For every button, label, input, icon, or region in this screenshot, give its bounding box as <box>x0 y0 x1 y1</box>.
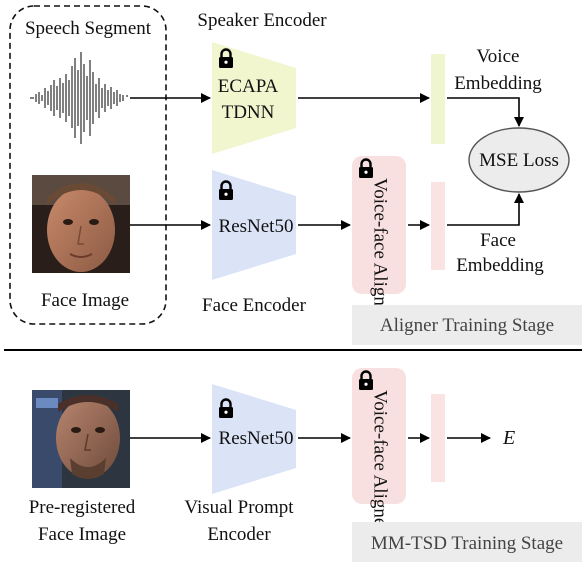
face-photo-icon <box>32 175 130 273</box>
face-encoder-model: ResNet50 <box>219 216 294 237</box>
visual-prompt-encoder-line1: Visual Prompt <box>184 497 294 518</box>
face-embedding-line1: Face <box>480 230 516 251</box>
speaker-encoder-block <box>212 42 296 154</box>
speech-segment-label: Speech Segment <box>25 18 152 39</box>
output-symbol: E <box>502 427 515 449</box>
output-embedding-bar <box>431 394 445 482</box>
voice-embedding-line1: Voice <box>477 46 520 67</box>
face-encoder-title: Face Encoder <box>202 295 307 316</box>
face-photo-icon <box>32 390 130 488</box>
arrow-face-embed-to-loss <box>447 193 524 226</box>
arrow-voice-embed-to-loss <box>447 97 524 127</box>
voice-embedding-bar <box>431 54 445 144</box>
input-group-frame <box>9 5 167 325</box>
visual-prompt-encoder-model: ResNet50 <box>219 428 294 449</box>
face-image-label: Face Image <box>41 290 129 311</box>
aligner-stage-label: Aligner Training Stage <box>380 315 554 336</box>
speaker-encoder-title: Speaker Encoder <box>197 10 327 31</box>
aligner-stage-box <box>352 305 582 345</box>
waveform-icon <box>30 52 128 144</box>
pre-registered-line2: Face Image <box>38 524 126 545</box>
aligner-label: Voice-face Aligner <box>370 178 391 321</box>
speaker-encoder-line2: TDNN <box>222 102 275 123</box>
mm-tsd-stage-box <box>352 522 582 562</box>
aligner-label: Voice-face Aligner <box>370 390 391 533</box>
aligner-block <box>352 368 406 504</box>
mse-loss-node <box>468 127 570 193</box>
voice-embedding-line2: Embedding <box>454 73 542 94</box>
aligner-block <box>352 156 406 294</box>
face-embedding-line2: Embedding <box>456 255 544 276</box>
face-embedding-bar <box>431 182 445 270</box>
visual-prompt-encoder-line2: Encoder <box>207 524 271 545</box>
pre-registered-line1: Pre-registered <box>29 497 136 518</box>
mse-loss-label: MSE Loss <box>479 150 559 171</box>
speaker-encoder-line1: ECAPA <box>218 76 279 97</box>
mm-tsd-stage-label: MM-TSD Training Stage <box>371 533 563 554</box>
